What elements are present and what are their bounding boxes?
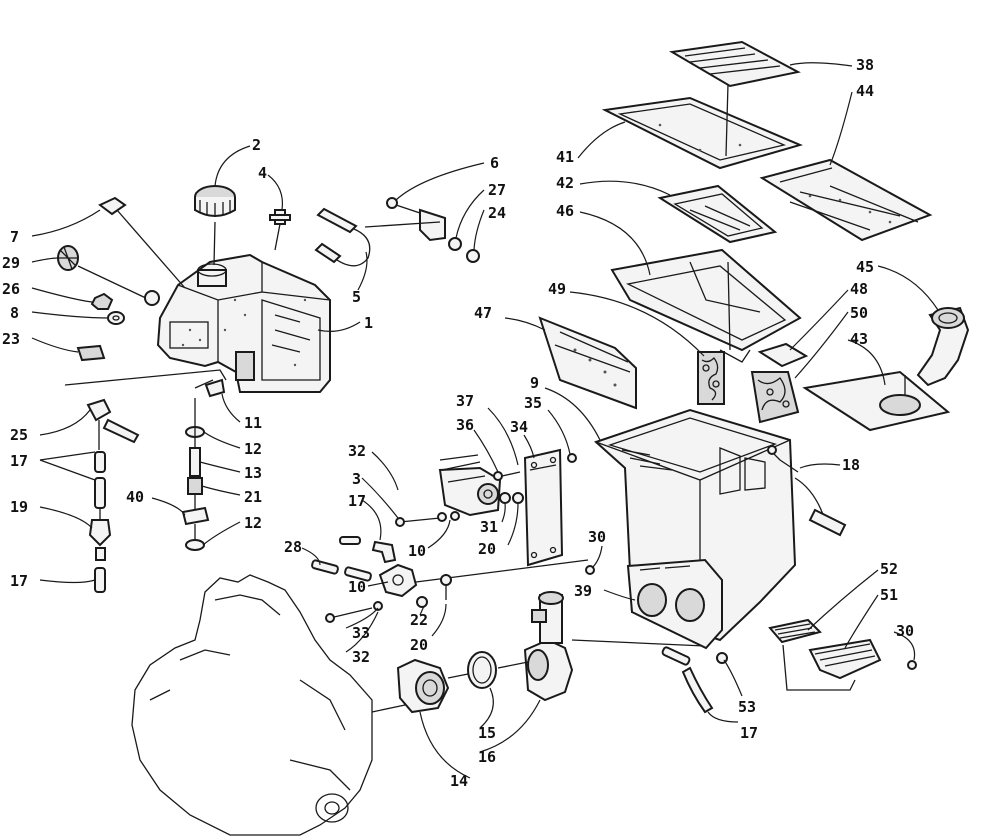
callout-31: 31 — [480, 518, 498, 536]
fuel-cap — [194, 185, 236, 266]
callout-38: 38 — [856, 56, 874, 74]
vent-hose-lower — [661, 646, 714, 714]
callout-labels: 2 4 6 27 24 7 29 26 8 23 5 1 11 12 13 21… — [2, 56, 914, 790]
callout-20a: 20 — [410, 636, 428, 654]
callout-12b: 12 — [244, 514, 262, 532]
intake-adapter — [371, 658, 450, 714]
fuel-pickup-column — [181, 378, 226, 551]
baffle-plate — [657, 184, 778, 244]
callout-50: 50 — [850, 304, 868, 322]
hose-clamp — [447, 651, 497, 689]
callout-6: 6 — [490, 154, 499, 172]
foam-pad-49 — [697, 351, 725, 405]
callout-25: 25 — [10, 426, 28, 444]
callout-10b: 10 — [348, 578, 366, 596]
callout-17a: 17 — [10, 452, 28, 470]
callout-28: 28 — [284, 538, 302, 556]
callout-45: 45 — [856, 258, 874, 276]
callout-21: 21 — [244, 488, 262, 506]
fuel-pump — [438, 454, 524, 517]
callout-35: 35 — [524, 394, 542, 412]
callout-34: 34 — [510, 418, 528, 436]
filter-frame — [601, 96, 803, 170]
callout-30a: 30 — [588, 528, 606, 546]
callout-4: 4 — [258, 164, 267, 182]
callout-24: 24 — [488, 204, 506, 222]
callout-40: 40 — [126, 488, 144, 506]
callout-49: 49 — [548, 280, 566, 298]
callout-17b: 17 — [10, 572, 28, 590]
callout-15: 15 — [478, 724, 496, 742]
callout-20b: 20 — [478, 540, 496, 558]
callout-52: 52 — [880, 560, 898, 578]
bolt-bracket-assembly — [364, 197, 480, 263]
callout-37: 37 — [456, 392, 474, 410]
callout-18: 18 — [842, 456, 860, 474]
cable-18 — [767, 445, 799, 473]
callout-46: 46 — [556, 202, 574, 220]
callout-43: 43 — [850, 330, 868, 348]
callout-8: 8 — [10, 304, 19, 322]
callout-14: 14 — [450, 772, 468, 790]
callout-44: 44 — [856, 82, 874, 100]
callout-23: 23 — [2, 330, 20, 348]
foam-pad-50 — [750, 371, 800, 424]
impulse-hoses — [311, 536, 589, 608]
warning-label — [76, 344, 106, 362]
bracket-48 — [757, 342, 809, 368]
callout-17d: 17 — [740, 724, 758, 742]
fuel-line-assembly — [64, 369, 227, 593]
callout-22: 22 — [410, 611, 428, 629]
callout-12a: 12 — [244, 440, 262, 458]
callout-1: 1 — [364, 314, 373, 332]
callout-36: 36 — [456, 416, 474, 434]
silencer-screens — [716, 618, 917, 691]
callout-13: 13 — [244, 464, 262, 482]
callout-7: 7 — [10, 228, 19, 246]
intake-elbow — [916, 306, 970, 387]
callout-19: 19 — [10, 498, 28, 516]
callout-2: 2 — [252, 136, 261, 154]
pump-bolts — [325, 511, 460, 623]
vent-fitting — [269, 209, 291, 251]
callout-47: 47 — [474, 304, 492, 322]
callout-32a: 32 — [348, 442, 366, 460]
fuel-tank — [156, 253, 331, 393]
nut-washer — [90, 290, 160, 325]
pump-gear — [57, 245, 151, 301]
callout-29: 29 — [2, 254, 20, 272]
callout-5: 5 — [352, 288, 361, 306]
callout-42: 42 — [556, 174, 574, 192]
engine-block — [131, 574, 373, 836]
callout-16: 16 — [478, 748, 496, 766]
base-plate — [802, 370, 951, 432]
callout-48: 48 — [850, 280, 868, 298]
callout-11: 11 — [244, 414, 262, 432]
callout-27: 27 — [488, 181, 506, 199]
decal-plate — [98, 196, 186, 289]
leader-lines — [31, 62, 939, 779]
carburetor — [497, 591, 706, 702]
callout-17c: 17 — [348, 492, 366, 510]
filter-screen — [669, 40, 801, 157]
callout-32b: 32 — [352, 648, 370, 666]
callout-51: 51 — [880, 586, 898, 604]
airbox-lid-tray — [610, 248, 802, 363]
callout-26: 26 — [2, 280, 20, 298]
airbox-front-panel — [626, 558, 723, 650]
callout-30b: 30 — [896, 622, 914, 640]
callout-3: 3 — [352, 470, 361, 488]
callout-33: 33 — [352, 624, 370, 642]
callout-39: 39 — [574, 582, 592, 600]
callout-9: 9 — [530, 374, 539, 392]
access-panel — [759, 158, 933, 242]
foam-pad-47 — [538, 316, 637, 410]
mounting-plate — [493, 448, 595, 575]
callout-10a: 10 — [408, 542, 426, 560]
callout-41: 41 — [556, 148, 574, 166]
vent-hose — [314, 207, 371, 267]
callout-53: 53 — [738, 698, 756, 716]
